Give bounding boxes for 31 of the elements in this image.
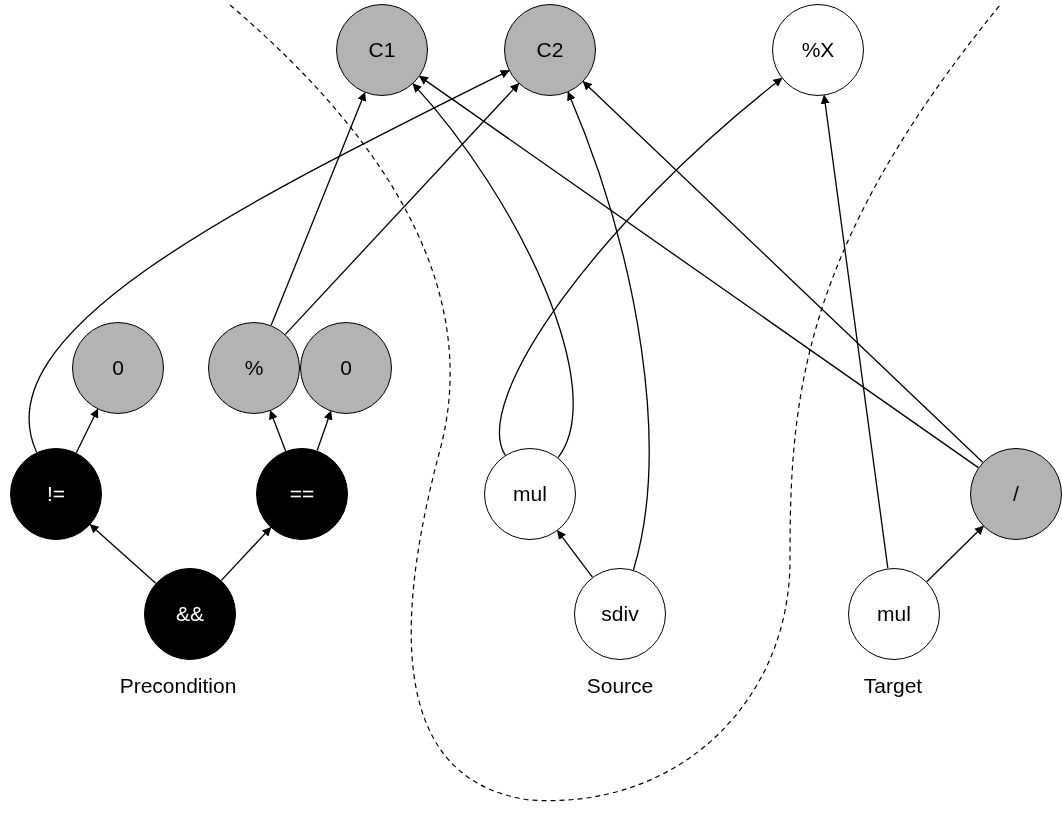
arrow: [316, 410, 333, 452]
region-label: Source: [586, 673, 654, 700]
arrow: [412, 83, 574, 459]
arrow: [75, 408, 99, 454]
arrow: [220, 526, 272, 581]
arrow: [28, 69, 510, 453]
arrow: [820, 94, 889, 570]
node-label: mul: [513, 481, 547, 508]
node-label: C2: [536, 37, 564, 64]
arrow: [270, 91, 366, 326]
arrow: [89, 524, 157, 584]
node-label: C1: [368, 37, 396, 64]
arrow: [499, 77, 783, 456]
node-label: sdiv: [601, 601, 639, 628]
node-label: &&: [176, 601, 204, 628]
region-label: Target: [863, 673, 923, 700]
node-label: /: [1013, 481, 1019, 508]
arrow: [418, 75, 979, 469]
arrow: [284, 83, 520, 335]
node-label: ==: [289, 481, 315, 508]
node-label: 0: [340, 355, 352, 382]
arrow: [556, 530, 594, 578]
arrow: [926, 525, 984, 583]
node-label: %X: [801, 37, 835, 64]
node-label: 0: [112, 355, 124, 382]
node-label: mul: [877, 601, 911, 628]
region-label: Precondition: [119, 673, 237, 700]
node-label: %: [244, 355, 264, 382]
arrow: [582, 81, 984, 463]
arrow: [269, 410, 287, 452]
node-label: !=: [46, 481, 66, 508]
